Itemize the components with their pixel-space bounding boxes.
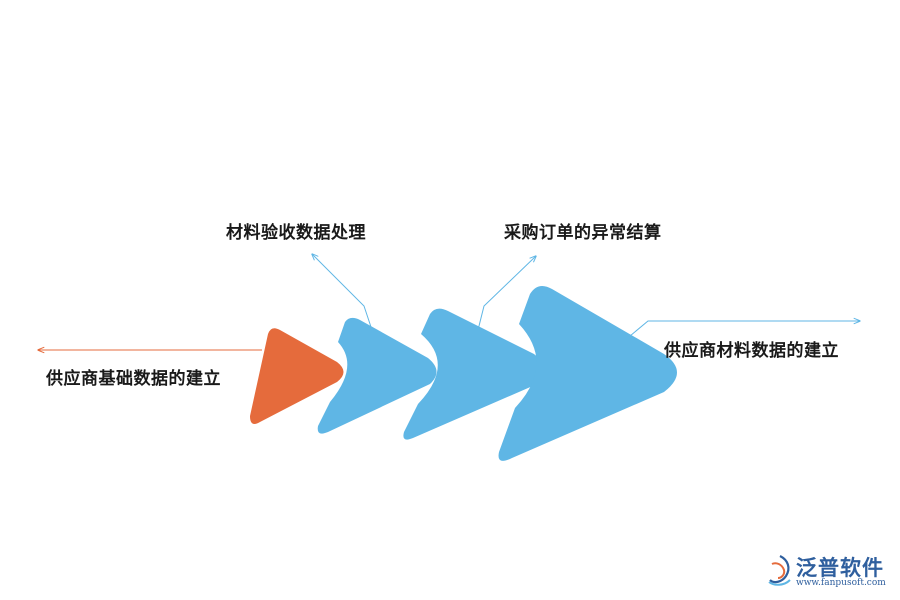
connector-supplier-material <box>629 321 860 337</box>
chevron-step-3 <box>403 308 544 440</box>
chevron-step-2 <box>317 317 437 434</box>
label-material-accept: 材料验收数据处理 <box>226 223 366 243</box>
connector-po-settle <box>477 256 536 331</box>
label-supplier-base: 供应商基础数据的建立 <box>46 369 221 389</box>
fanpu-logo-icon <box>768 555 791 586</box>
label-po-settle: 采购订单的异常结算 <box>504 223 662 243</box>
chevron-step-4 <box>498 285 677 461</box>
label-supplier-material: 供应商材料数据的建立 <box>664 341 839 361</box>
connector-material-accept <box>312 254 373 331</box>
brand-name: 泛普软件 <box>796 556 884 580</box>
chevron-step-1 <box>250 328 344 424</box>
brand-logo: 泛普软件 www.fanpusoft.com <box>766 552 894 592</box>
brand-url: www.fanpusoft.com <box>796 578 886 588</box>
